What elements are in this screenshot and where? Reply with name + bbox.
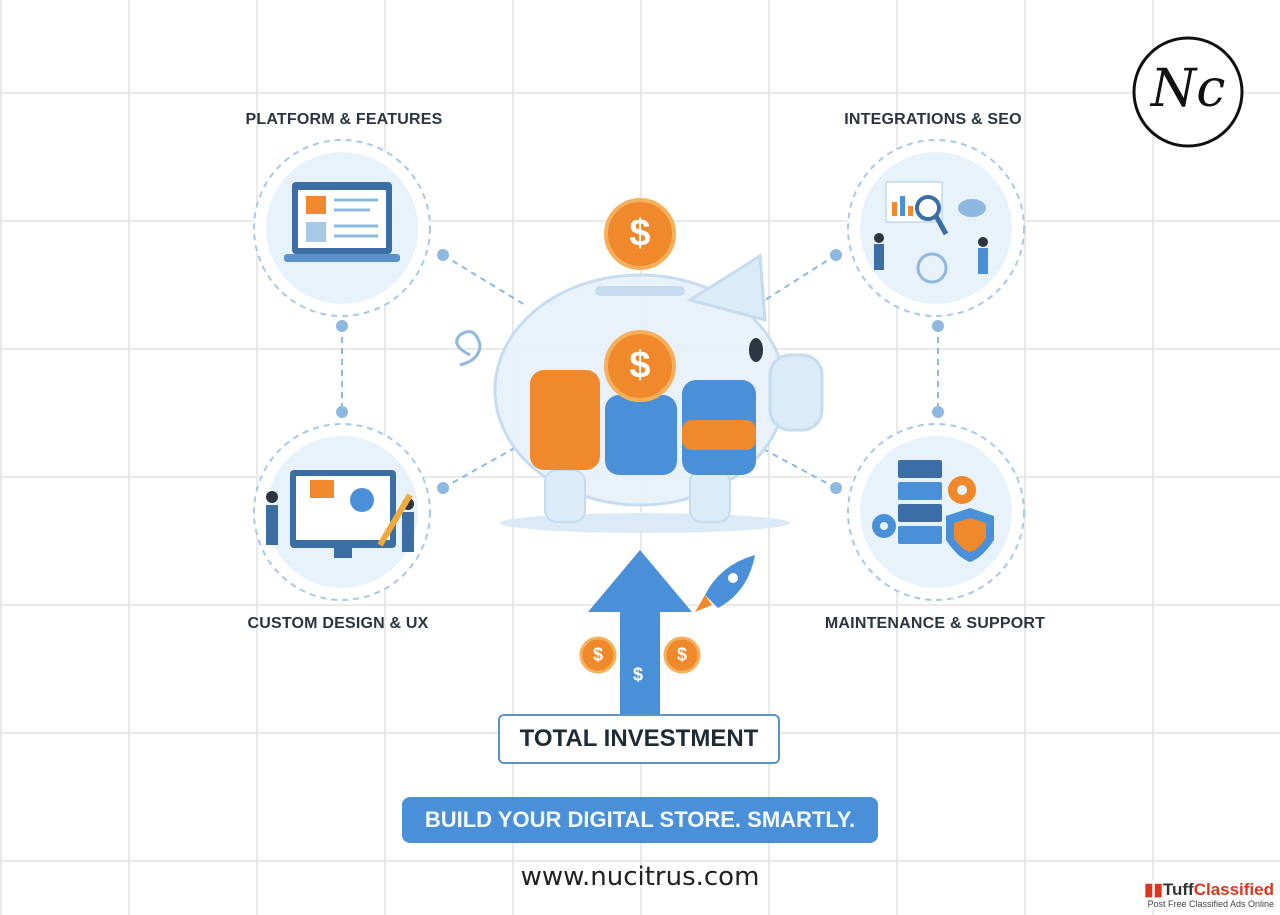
coin-symbol: $ (592, 644, 604, 665)
connector-lines (341, 254, 939, 489)
label-platform-features: PLATFORM & FEATURES (245, 111, 443, 128)
total-investment-box: TOTAL INVESTMENT (498, 714, 780, 764)
website-link[interactable]: www.nucitrus.com (520, 862, 760, 892)
up-arrow-icon (588, 550, 692, 715)
coin-symbol: $ (629, 344, 651, 387)
design-circle (253, 423, 431, 601)
coin-symbol: $ (632, 664, 644, 685)
label-maintenance-support: MAINTENANCE & SUPPORT (824, 615, 1046, 632)
watermark-tagline: Post Free Classified Ads Online (1147, 899, 1274, 909)
connector-dots (336, 249, 944, 494)
integrations-circle (847, 139, 1025, 317)
label-integrations-seo: INTEGRATIONS & SEO (844, 111, 1022, 128)
coin-stacks (530, 370, 756, 475)
coin-symbol: $ (676, 644, 688, 665)
tagline-banner: BUILD YOUR DIGITAL STORE. SMARTLY. (402, 797, 878, 843)
maintenance-circle (847, 423, 1025, 601)
watermark-brand-a: Tuff (1162, 880, 1194, 899)
label-custom-design-ux: CUSTOM DESIGN & UX (247, 615, 429, 632)
platform-circle (253, 139, 431, 317)
rocket-icon (695, 555, 755, 612)
bars-icon: ▮▮ (1144, 880, 1163, 899)
coin-symbol: $ (629, 212, 651, 255)
watermark-brand-b: Classified (1193, 880, 1274, 899)
logo-text: Nc (1150, 59, 1226, 119)
nucitrus-logo (1132, 36, 1244, 148)
tuffclassified-watermark: ▮▮TuffClassified Post Free Classified Ad… (1142, 880, 1276, 910)
